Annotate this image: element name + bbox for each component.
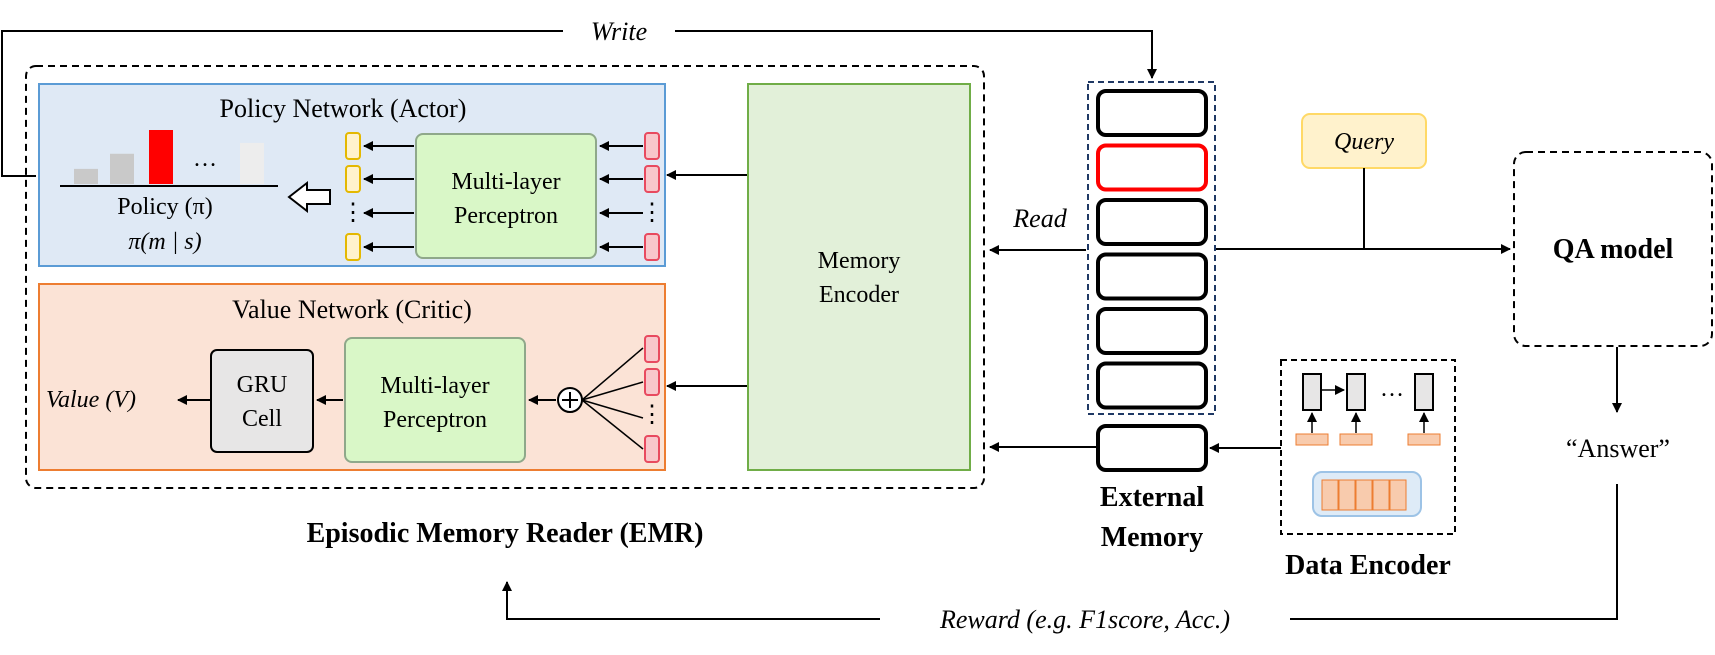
gru-line1: GRU: [237, 372, 288, 398]
memory-encoder: Memory Encoder: [666, 83, 971, 471]
data-encoder-box: [1280, 359, 1456, 535]
data-encoder-label: Data Encoder: [1285, 550, 1451, 581]
policy-network: Policy Network (Actor) … Policy (π) π(m …: [38, 83, 666, 267]
value-network: Value Network (Critic) Value (V) GRU Cel…: [38, 283, 666, 471]
qa-model-box: [1513, 151, 1713, 347]
policy-title: Policy Network (Actor): [220, 94, 467, 123]
data-encoder: … Data Encoder: [1209, 359, 1456, 581]
external-memory: External Memory: [1087, 81, 1216, 553]
sum-fan-in: [581, 347, 644, 450]
token-node: [1407, 433, 1441, 446]
input-node: [644, 165, 660, 193]
embedding-block: [1312, 471, 1422, 517]
write-label: Write: [591, 17, 647, 46]
output-node: [345, 165, 361, 193]
policy-bar: [110, 153, 134, 184]
policy-ellipsis: …: [193, 146, 217, 172]
rnn-cell: [1346, 373, 1366, 411]
gru-line2: Cell: [242, 406, 282, 432]
memory-slot: [1096, 198, 1208, 246]
policy-bar: [74, 168, 98, 184]
policy-mlp-box: [415, 133, 597, 259]
memory-slot: [1096, 252, 1208, 301]
input-node: [644, 368, 660, 396]
memory-slot: [1096, 361, 1208, 410]
value-mlp-line1: Multi-layer: [380, 373, 489, 399]
memory-slot-selected: [1096, 143, 1208, 192]
query: Query: [1301, 113, 1427, 249]
policy-mlp-line1: Multi-layer: [451, 169, 560, 195]
external-memory-line1: External: [1100, 482, 1204, 513]
external-memory-line2: Memory: [1101, 522, 1204, 553]
memory-encoder-box: [747, 83, 971, 471]
vertical-ellipsis: ⋮: [640, 200, 664, 226]
qa-model: QA model “Answer”: [1513, 151, 1713, 463]
policy-bar: [240, 142, 264, 184]
value-title: Value Network (Critic): [232, 295, 472, 324]
value-label: Value (V): [46, 387, 136, 413]
emr-container: [25, 65, 985, 489]
qa-model-label: QA model: [1553, 234, 1674, 265]
policy-input-arrows: [599, 141, 643, 252]
new-memory-slot: [1096, 424, 1208, 472]
memory-slots: [1096, 89, 1208, 410]
circled-plus-icon: [557, 387, 583, 413]
memory-encoder-line2: Encoder: [819, 282, 899, 308]
rnn-cell: [1302, 373, 1322, 411]
policy-formula: π(m | s): [128, 229, 201, 255]
reward-connector: Reward (e.g. F1score, Acc.): [502, 484, 1618, 634]
memory-slot: [1096, 89, 1208, 137]
token-inputs: [1295, 412, 1441, 446]
rnn-ellipsis: …: [1380, 376, 1404, 402]
input-node: [644, 435, 660, 463]
policy-output-nodes: ⋮: [341, 132, 365, 261]
input-node: [644, 132, 660, 160]
memory-encoder-line1: Memory: [818, 248, 901, 274]
output-node: [345, 233, 361, 261]
hollow-left-arrow-icon: [287, 180, 331, 214]
token-node: [1295, 433, 1329, 446]
policy-label: Policy (π): [117, 194, 212, 220]
value-mlp-box: [344, 337, 526, 463]
answer-label: “Answer”: [1566, 434, 1670, 463]
token-node: [1339, 433, 1373, 446]
output-node: [345, 132, 361, 160]
rnn-cells: …: [1302, 373, 1434, 411]
write-connector: Write: [1, 17, 1157, 177]
policy-mlp-line2: Perceptron: [454, 203, 558, 229]
query-label: Query: [1334, 129, 1394, 155]
input-node: [644, 233, 660, 261]
rnn-cell: [1414, 373, 1434, 411]
memory-slot: [1096, 307, 1208, 355]
vertical-ellipsis: ⋮: [341, 200, 365, 226]
emr-label: Episodic Memory Reader (EMR): [307, 518, 704, 549]
policy-input-nodes: ⋮: [640, 132, 664, 261]
gru-cell-box: [210, 349, 314, 453]
value-mlp-line2: Perceptron: [383, 407, 487, 433]
policy-mlp-output-arrows: [363, 141, 414, 252]
policy-distribution: [74, 130, 264, 184]
memory-dashed-group: [1087, 81, 1216, 415]
read-label: Read: [1012, 204, 1067, 233]
value-input-nodes: ⋮: [640, 335, 664, 463]
policy-bar: [149, 130, 173, 184]
input-node: [644, 335, 660, 363]
reward-label: Reward (e.g. F1score, Acc.): [939, 605, 1230, 634]
vertical-ellipsis: ⋮: [640, 402, 664, 428]
